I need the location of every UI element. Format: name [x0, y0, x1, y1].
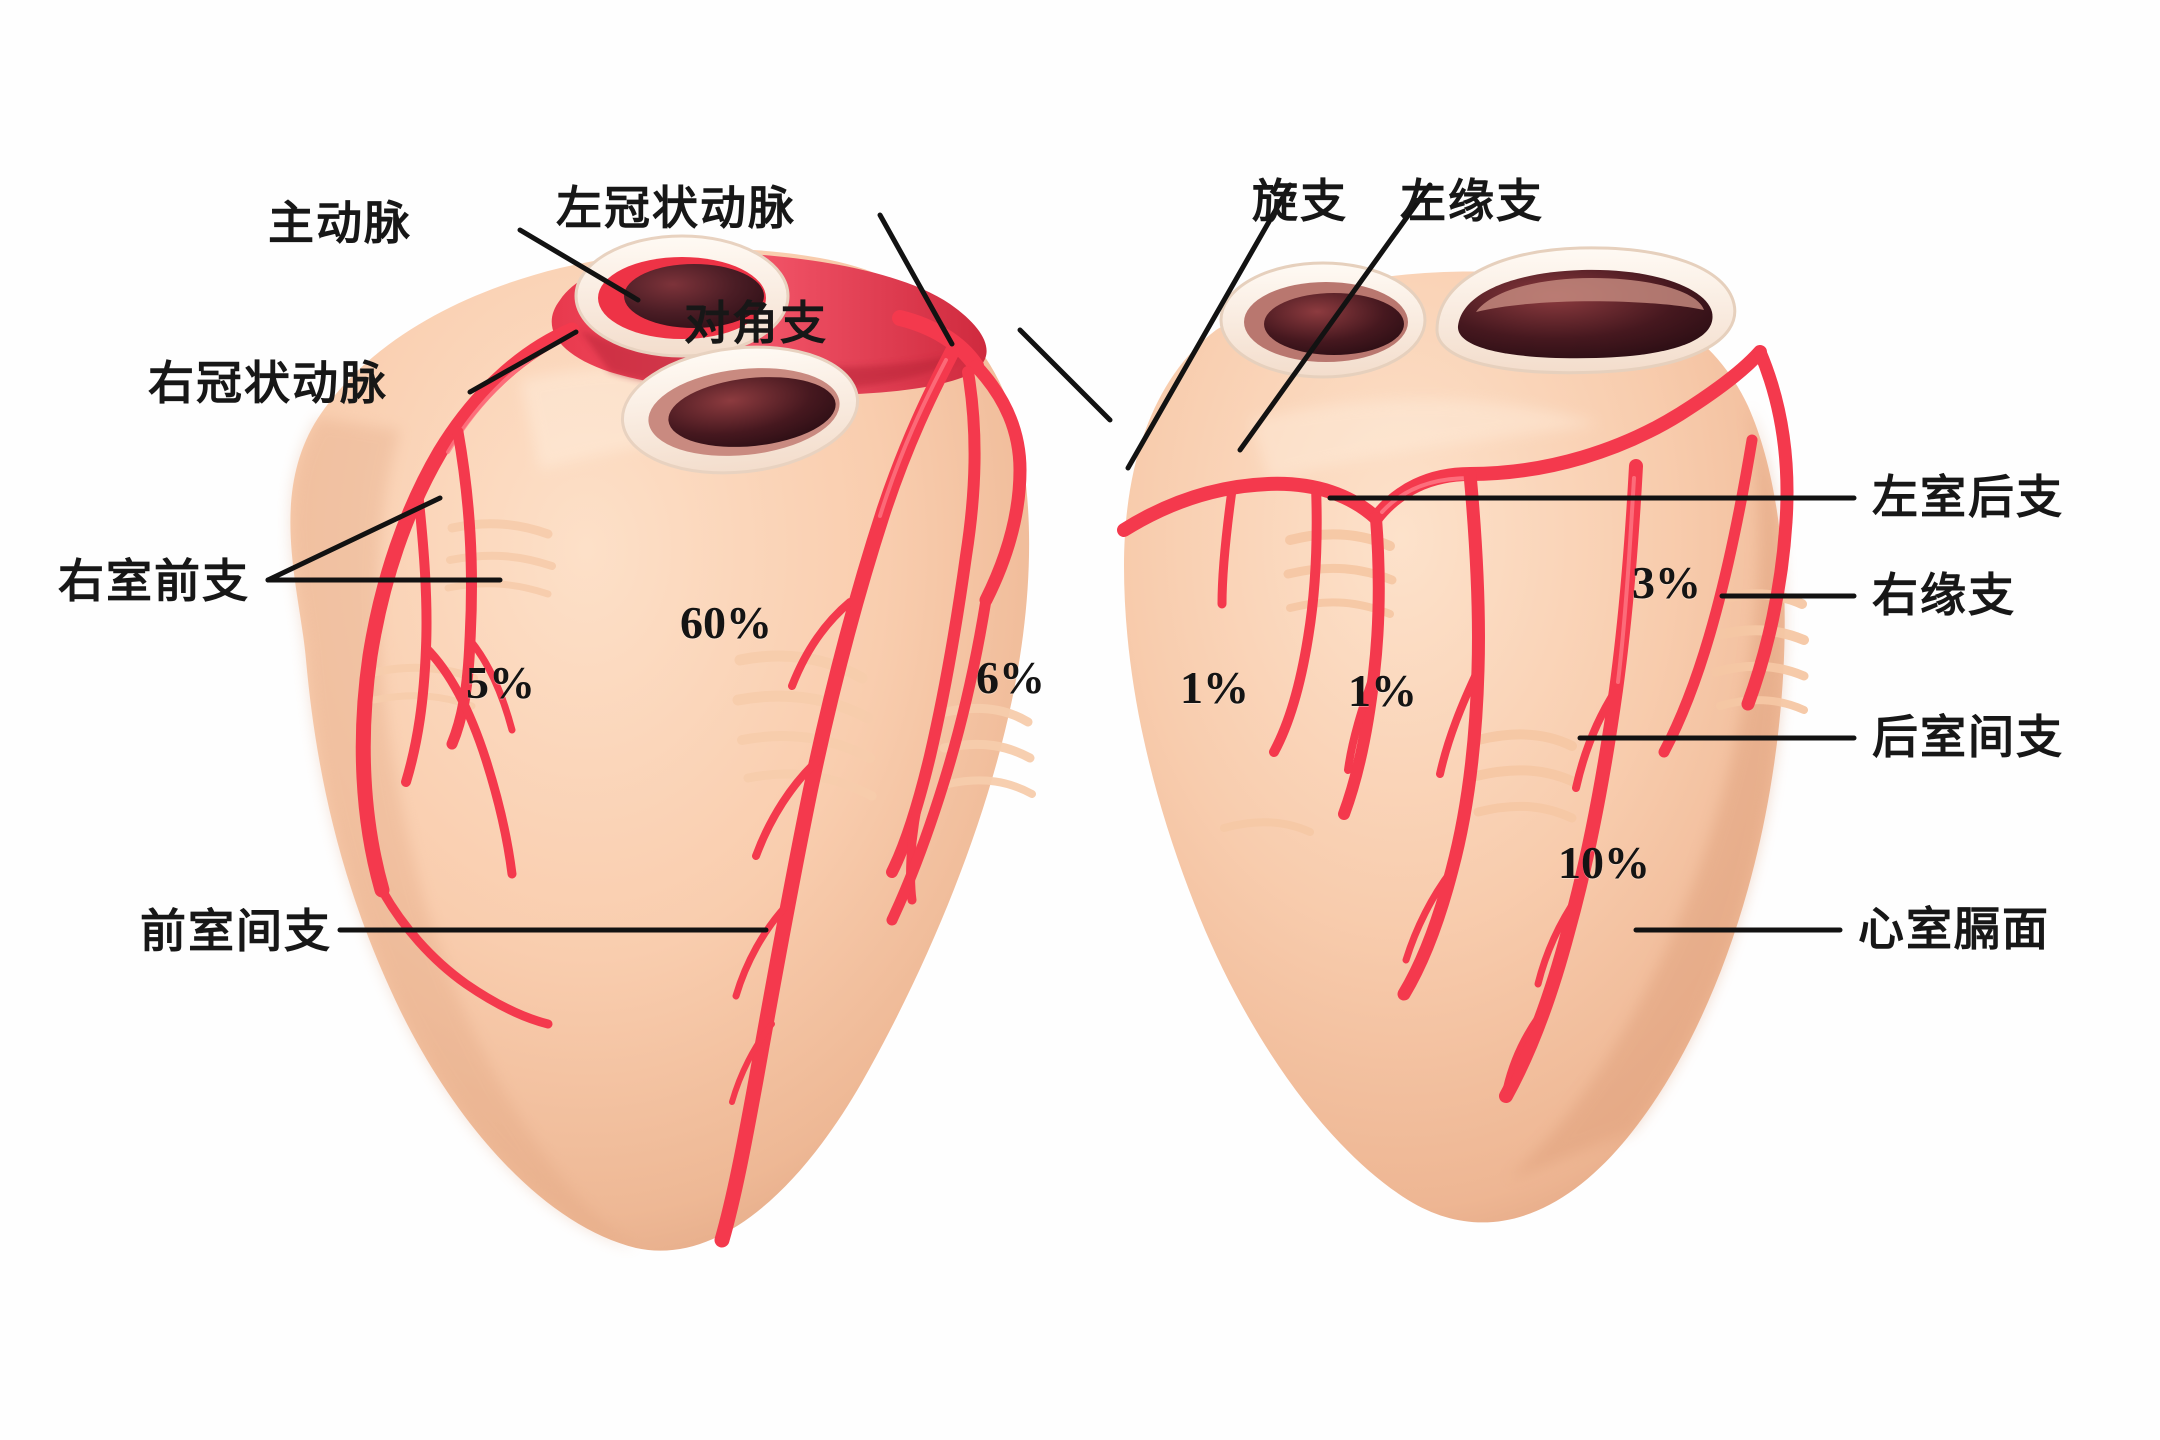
left-ventricle-posterior-branch [1397, 467, 1486, 1001]
percentage-right-marginal: 3% [1632, 557, 1701, 608]
anterior-left-marginal [886, 594, 992, 926]
label-left-marginal-branch: 左缘支 [1400, 174, 1544, 228]
anterior-interventricular-branch [714, 344, 960, 1248]
posterior-opening-right [1435, 246, 1737, 375]
right-ventricle-twig-1 [466, 636, 516, 734]
leader-diagonal [1017, 327, 1113, 423]
posterior-small-branch [1217, 485, 1237, 609]
right-ventricle-anterior-branch-3 [421, 643, 517, 879]
label-aorta: 主动脉 [268, 196, 412, 250]
circumflex-arch [1369, 345, 1767, 525]
percentage-right-ventricle-anterior: 5% [466, 657, 535, 708]
leader-left-marginal [1237, 182, 1433, 453]
posterior-shading [1508, 406, 1785, 1180]
leader-lines [265, 182, 1857, 933]
anterior-coronary-arteries [355, 310, 1027, 1248]
right-marginal-branch [1658, 434, 1758, 758]
anterior-circumflex-course [969, 359, 1027, 607]
lad-twig-1 [788, 598, 854, 690]
left-coronary-artery [892, 310, 984, 374]
leader-circumflex [1125, 182, 1293, 471]
right-ventricle-anterior-branch-1 [446, 426, 477, 750]
lv-posterior-twig-2 [1402, 866, 1456, 964]
left-marginal-twig [1344, 670, 1378, 774]
posterior-highlight [1250, 399, 1600, 482]
lad-twig-2 [752, 756, 822, 860]
posterior-myocardium [1124, 271, 1785, 1223]
percentage-diagonal: 6% [976, 652, 1045, 703]
leader-left-coronary [877, 212, 955, 347]
aorta-opening [574, 234, 790, 358]
percentage-mid-right: 1% [1348, 665, 1417, 716]
label-anterior-interventricular-branch: 前室间支 [140, 904, 332, 958]
anterior-heart-view [290, 234, 1036, 1251]
piv-twig-3 [1503, 1011, 1543, 1091]
posterior-right-coronary [1741, 345, 1794, 711]
label-posterior-interventricular-branch: 后室间支 [1872, 710, 2064, 764]
posterior-heart-view [1117, 246, 1809, 1223]
label-ventricular-diaphragmatic-surface: 心室膈面 [1858, 902, 2050, 956]
right-coronary-artery [355, 322, 580, 898]
label-diagonal-branch: 对角支 [684, 296, 828, 350]
label-circumflex-branch: 旋支 [1252, 174, 1348, 228]
label-right-ventricle-anterior-branch: 右室前支 [58, 554, 250, 608]
percentage-posterior-interventricular: 10% [1558, 837, 1650, 888]
leader-aorta [517, 227, 641, 303]
anterior-myocardium [290, 248, 1030, 1251]
label-right-coronary-artery: 右冠状动脉 [148, 356, 388, 410]
posterior-coronary-arteries [1117, 345, 1794, 1103]
lv-posterior-branch-2 [1269, 481, 1322, 757]
lv-posterior-twig-1 [1436, 666, 1482, 778]
percentage-mid-left: 1% [1180, 662, 1249, 713]
label-right-marginal-branch: 右缘支 [1872, 568, 2016, 622]
piv-twig-2 [1534, 892, 1582, 988]
leader-right-ventricle-anterior-b [265, 495, 443, 583]
lad-twig-4 [729, 1021, 775, 1105]
lad-twig-3 [732, 902, 790, 1000]
leader-right-coronary [467, 329, 579, 395]
label-left-ventricle-posterior-branch: 左室后支 [1872, 470, 2064, 524]
percentage-anterior-interventricular: 60% [680, 597, 772, 648]
right-ventricle-anterior-branch-4 [377, 885, 553, 1029]
pulmonary-trunk-opening [620, 345, 860, 475]
posterior-opening-left [1219, 261, 1427, 379]
label-left-coronary-artery: 左冠状动脉 [556, 181, 796, 235]
